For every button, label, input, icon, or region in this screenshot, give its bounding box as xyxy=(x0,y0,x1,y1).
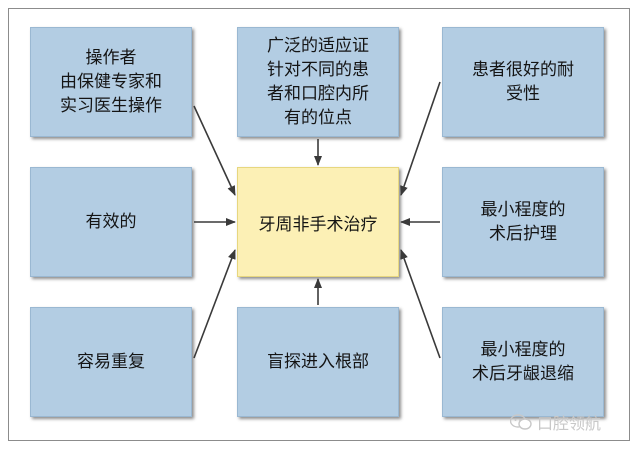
box-blind-access: 盲探进入根部 xyxy=(237,307,399,417)
box-gum-recession-line-2: 术后牙龈退缩 xyxy=(472,364,574,384)
arrow-top-right xyxy=(400,81,441,196)
box-operator-line-1: 操作者 xyxy=(85,48,137,68)
center-topic-label: 牙周非手术治疗 xyxy=(258,214,378,235)
box-gum-recession: 最小程度的 术后牙龈退缩 xyxy=(442,307,604,417)
arrow-top-left xyxy=(193,105,236,196)
box-indications-line-3: 者和口腔内所 xyxy=(267,84,369,104)
wechat-icon xyxy=(509,414,532,430)
box-repeatable-line-1: 容易重复 xyxy=(77,352,145,372)
center-topic: 牙周非手术治疗 xyxy=(237,167,399,277)
box-postop-care-line-1: 最小程度的 xyxy=(480,200,566,220)
box-operator-line-3: 实习医生操作 xyxy=(60,96,162,116)
watermark: 口腔领航 xyxy=(509,410,602,434)
box-operator: 操作者 由保健专家和 实习医生操作 xyxy=(30,27,192,137)
box-postop-care: 最小程度的 术后护理 xyxy=(442,167,604,277)
arrow-bottom-left xyxy=(193,249,236,359)
box-effective-line-1: 有效的 xyxy=(85,212,137,232)
box-effective: 有效的 xyxy=(30,167,192,277)
box-operator-line-2: 由保健专家和 xyxy=(60,72,162,92)
box-blind-access-line-1: 盲探进入根部 xyxy=(267,352,369,372)
watermark-text: 口腔领航 xyxy=(537,414,602,433)
arrow-bottom-right xyxy=(400,249,441,359)
box-postop-care-line-2: 术后护理 xyxy=(489,224,557,244)
box-indications-line-2: 针对不同的患 xyxy=(267,60,369,80)
box-repeatable: 容易重复 xyxy=(30,307,192,417)
box-tolerance: 患者很好的耐 受性 xyxy=(442,27,604,137)
box-gum-recession-line-1: 最小程度的 xyxy=(480,340,566,360)
box-tolerance-line-2: 受性 xyxy=(506,84,540,104)
box-indications: 广泛的适应证 针对不同的患 者和口腔内所 有的位点 xyxy=(237,27,399,137)
box-tolerance-line-1: 患者很好的耐 xyxy=(472,60,574,80)
box-indications-line-4: 有的位点 xyxy=(284,108,352,128)
box-indications-line-1: 广泛的适应证 xyxy=(267,36,369,56)
